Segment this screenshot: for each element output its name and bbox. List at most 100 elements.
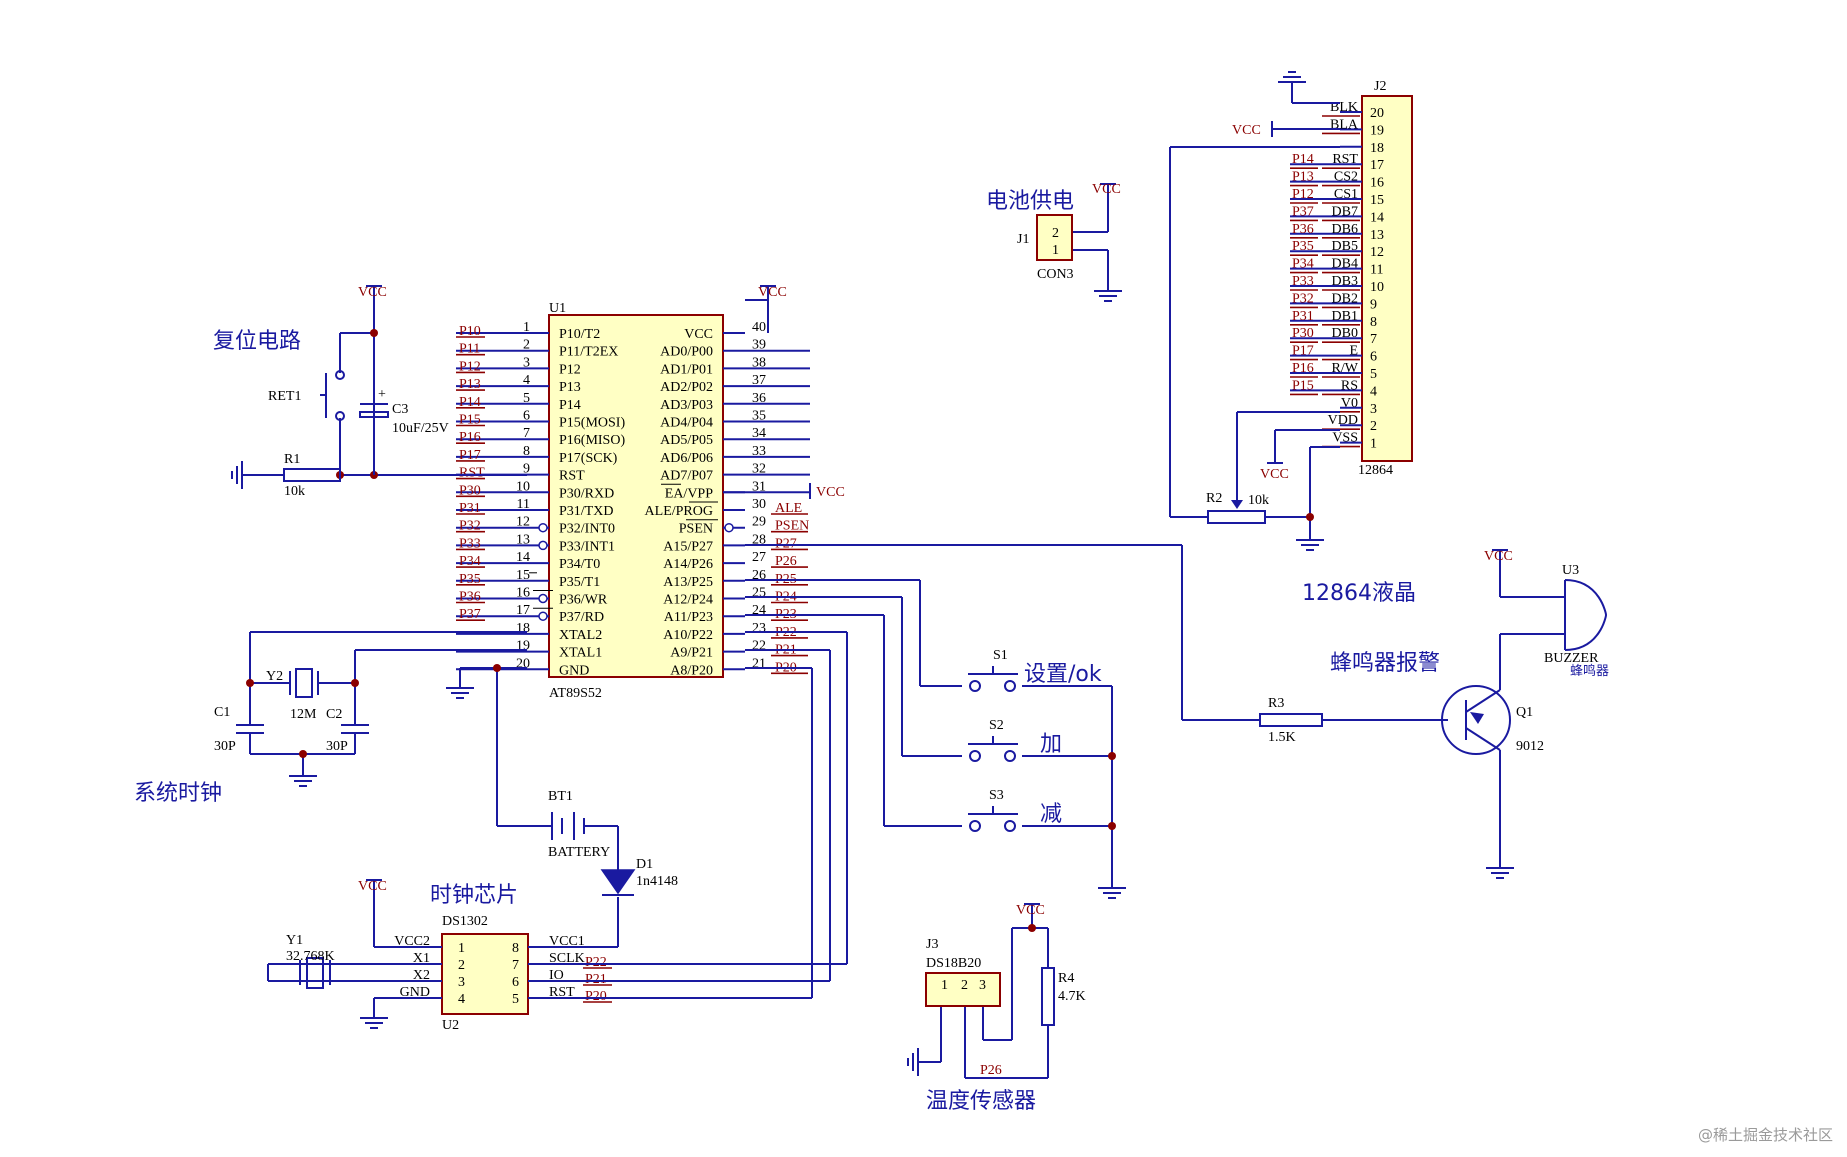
lcd-pin-name: DB4 — [1332, 257, 1358, 272]
r1-ref: R1 — [284, 452, 300, 467]
lcd-pin-net: P33 — [1292, 274, 1314, 289]
lcd-pin-name: BLA — [1330, 117, 1359, 132]
lcd-pin-name: E — [1349, 344, 1358, 359]
c1-value: 30P — [214, 739, 236, 754]
p26-sensor-net: P26 — [980, 1063, 1002, 1078]
mcu-pin-name: ALE/PROG — [645, 504, 713, 519]
mcu-pin-number: 10 — [516, 479, 530, 494]
s3-ref: S3 — [989, 788, 1004, 803]
rtc-body — [441, 933, 529, 1015]
rtc-pin-number: 7 — [512, 958, 519, 973]
ret1-ref: RET1 — [268, 389, 301, 404]
mcu-ref: U1 — [549, 301, 566, 316]
mcu-pin-name: P36/WR — [559, 593, 608, 608]
mcu-pin-name: XTAL1 — [559, 646, 602, 661]
mcu-pin-number: 27 — [752, 550, 766, 565]
mcu-pin-net: P17 — [459, 448, 481, 463]
mcu-pin-name: A14/P26 — [663, 557, 713, 572]
mcu-pin-number: 12 — [516, 515, 530, 530]
mcu-pin-name: A10/P22 — [663, 628, 713, 643]
d1-value: 1n4148 — [636, 874, 678, 889]
button-s3: S3 — [968, 788, 1018, 832]
caption-system-clock: 系统时钟 — [134, 781, 222, 806]
lcd-pin-number: 19 — [1370, 123, 1384, 138]
lcd-pin-net: P34 — [1292, 257, 1314, 272]
c3-value: 10uF/25V — [392, 421, 449, 436]
mcu-pin-net: P33 — [459, 536, 481, 551]
lcd-pin-number: 11 — [1370, 263, 1383, 278]
mcu-pin-number: 38 — [752, 355, 766, 370]
lcd-connector-part: 12864 — [1358, 463, 1393, 478]
vcc-label-ea: VCC — [816, 485, 845, 500]
lcd-pin-number: 5 — [1370, 367, 1377, 382]
lcd-pin-name: VDD — [1328, 413, 1358, 428]
mcu-pin-name: P34/T0 — [559, 557, 600, 572]
mcu-pin-number: 23 — [752, 621, 766, 636]
j3-pin3: 3 — [979, 978, 986, 993]
u3-ref: U3 — [1562, 563, 1579, 578]
mcu-pin-number: 7 — [523, 426, 530, 441]
mcu-pin-name: P35/T1 — [559, 575, 600, 590]
mcu-pin-name: P16(MISO) — [559, 433, 625, 448]
mcu-pin-name: A9/P21 — [670, 646, 713, 661]
mcu-pin-net: P16 — [459, 430, 481, 445]
mcu-pin-name: P33/INT1 — [559, 539, 615, 554]
j1-pin2: 2 — [1052, 226, 1059, 241]
mcu-pin-net: P36 — [459, 590, 481, 605]
rtc-pin-2: 2X1 — [413, 951, 465, 973]
rtc-pin-name: GND — [400, 985, 430, 1000]
s2-ref: S2 — [989, 718, 1004, 733]
mcu-pin-name: GND — [559, 663, 589, 678]
mcu-pin-name: P13 — [559, 380, 581, 395]
mcu-pin-number: 1 — [523, 320, 530, 335]
y2-ref: Y2 — [266, 669, 283, 684]
mcu-pin-number: 18 — [516, 621, 530, 636]
j3-value: DS18B20 — [926, 956, 981, 971]
rtc-pin-number: 4 — [458, 992, 465, 1007]
vcc-label-rtc: VCC — [358, 879, 387, 894]
rtc-pin-name: RST — [549, 985, 575, 1000]
mcu-pin-number: 8 — [523, 444, 530, 459]
lcd-pin-name: RST — [1332, 152, 1358, 167]
mcu-pin-name: P15(MOSI) — [559, 416, 625, 431]
r1-value: 10k — [284, 484, 305, 499]
rtc-ref: U2 — [442, 1018, 459, 1033]
mcu-pin-net: P14 — [459, 395, 481, 410]
rtc-pin-net: P21 — [585, 972, 607, 987]
mcu-pin-name: A12/P24 — [663, 593, 713, 608]
j3-pin2: 2 — [961, 978, 968, 993]
y1-value: 32.768K — [286, 949, 335, 964]
vcc-label-bla: VCC — [1232, 123, 1261, 138]
mcu-pin-name: P31/TXD — [559, 504, 613, 519]
button-s1: S1 — [968, 648, 1018, 692]
mcu-pin-7: 7 P16(MISO) P16 — [456, 426, 625, 448]
rtc-pin-4: 4 GND — [400, 985, 465, 1007]
lcd-pin-11: 11 DB4 P34 — [1290, 257, 1383, 278]
components: RET1 + C3 10uF/25V R1 10k Y2 12M C1 30P … — [214, 214, 1609, 1078]
caption-clock-chip: 时钟芯片 — [430, 883, 518, 908]
lcd-pin-net: P30 — [1292, 326, 1314, 341]
mcu-pin-net: PSEN — [775, 519, 809, 534]
j1-value: CON3 — [1037, 267, 1074, 282]
